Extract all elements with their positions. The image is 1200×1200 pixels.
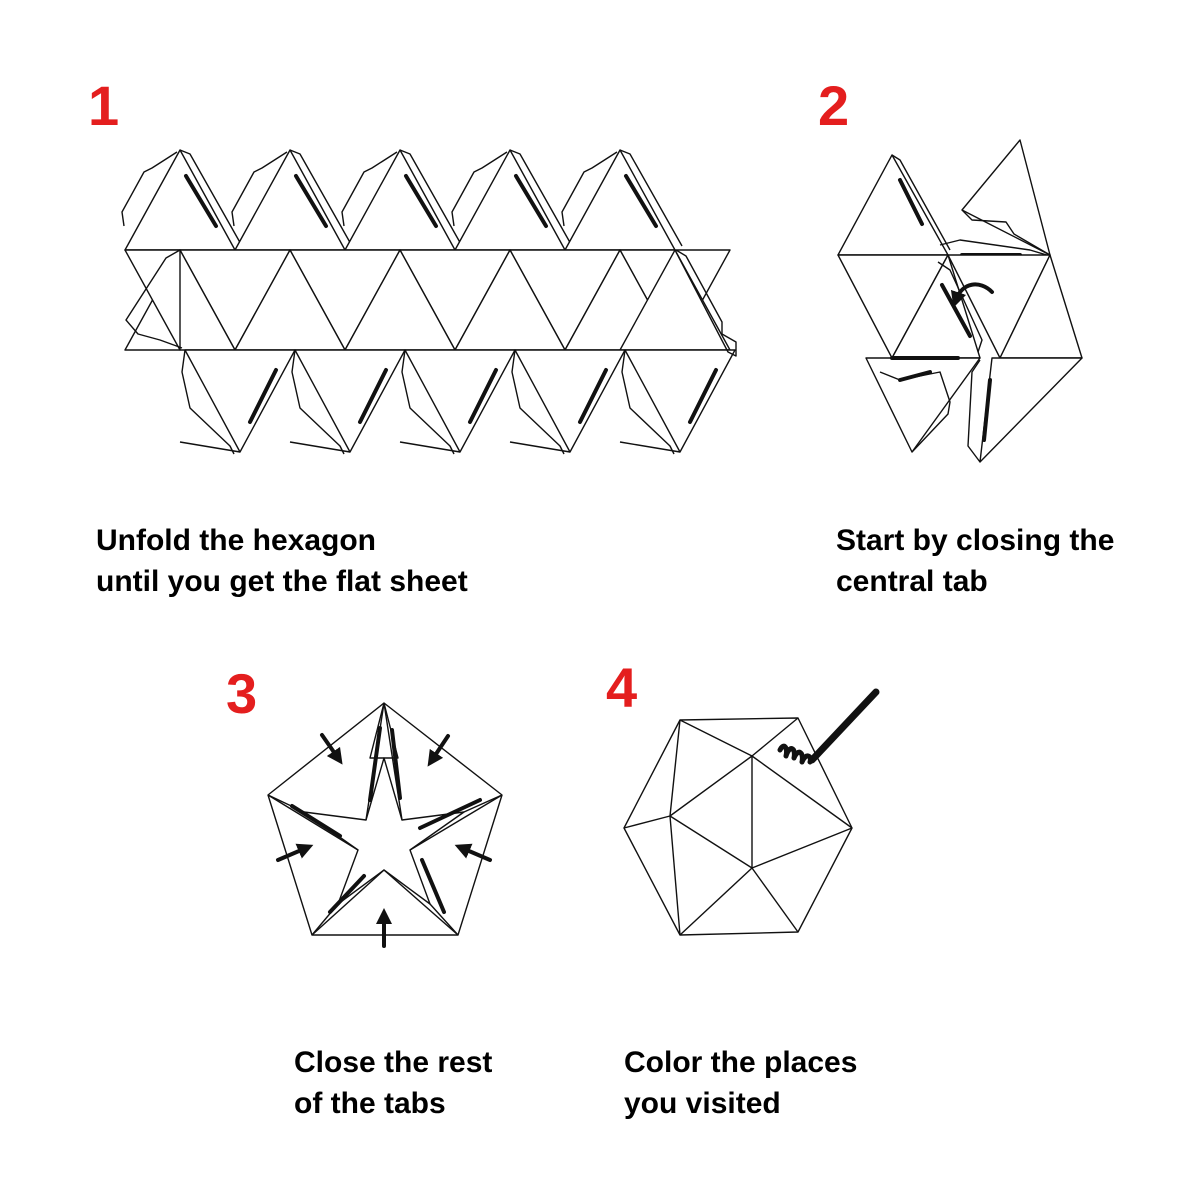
net-tab (401, 349, 455, 455)
net-tab-edge (619, 441, 681, 453)
step-3-caption-line-2: of the tabs (294, 1087, 446, 1120)
step-2-caption-line-1: Start by closing the (836, 524, 1115, 557)
net-tab-edge (509, 149, 573, 247)
net-fold-mark (248, 368, 278, 424)
net-side-tab-left (125, 249, 183, 349)
net-tab-edge (399, 149, 463, 247)
net-tab (341, 151, 398, 227)
flat-sheet-net (121, 149, 737, 455)
net-bottom-triangle (624, 349, 736, 453)
net-tab-edge (289, 149, 353, 247)
net-bottom-triangle (404, 349, 516, 453)
net-side-tab (675, 249, 737, 357)
net-fold-mark (294, 174, 328, 228)
net-triangles (124, 149, 736, 453)
net-fold-mark (184, 174, 218, 228)
net-bottom-tabs (179, 349, 681, 455)
net-top-triangle (564, 149, 676, 251)
step-2-caption-line-2: central tab (836, 565, 988, 598)
net-tab (231, 151, 288, 227)
net-top-triangle (234, 149, 346, 251)
net-top-tabs (121, 149, 683, 247)
net-tab-edge (179, 441, 241, 453)
pentagon-closing-model (267, 702, 503, 948)
step-4-caption: Color the places you visited (624, 1042, 857, 1124)
step-1-caption: Unfold the hexagon until you get the fla… (96, 520, 468, 602)
net-tab-edge (399, 441, 461, 453)
net-tab-edge (179, 149, 243, 247)
net-fold-mark (688, 368, 718, 424)
net-top-triangle (454, 149, 566, 251)
net-tab (561, 151, 618, 227)
net-fold-mark (624, 174, 658, 228)
net-fold-mark (514, 174, 548, 228)
net-tab-edge (619, 149, 683, 247)
arrow-icon (276, 733, 492, 948)
step-1-caption-line-2: until you get the flat sheet (96, 565, 468, 598)
net-fold-marks (184, 174, 718, 424)
net-top-triangle (344, 149, 456, 251)
step-3-caption-line-1: Close the rest (294, 1046, 493, 1079)
marker-pen-icon (777, 688, 880, 765)
finished-shape (623, 688, 880, 936)
net-tab (121, 151, 178, 227)
step-3-caption: Close the rest of the tabs (294, 1042, 492, 1124)
net-tab-edge (289, 441, 351, 453)
net-tab (291, 349, 345, 455)
net-fold-mark (468, 368, 498, 424)
net-bottom-triangle (184, 349, 296, 453)
partially-folded-model (837, 139, 1083, 463)
net-tab (451, 151, 508, 227)
net-fold-mark (358, 368, 388, 424)
net-fold-mark (578, 368, 608, 424)
net-tab (511, 349, 565, 455)
net-tab (181, 349, 235, 455)
step-4-caption-line-1: Color the places (624, 1046, 858, 1079)
net-top-triangle (124, 149, 236, 251)
net-fold-mark (404, 174, 438, 228)
step-1-number: 1 (88, 74, 120, 137)
net-middle-triangle (124, 249, 181, 351)
step-1-caption-line-1: Unfold the hexagon (96, 524, 376, 557)
curved-arrow-icon (950, 282, 994, 308)
step-3-number: 3 (226, 662, 258, 725)
step-2-caption: Start by closing the central tab (836, 520, 1114, 602)
net-tab (621, 349, 675, 455)
net-bottom-triangle (294, 349, 406, 453)
step-4-number: 4 (606, 656, 638, 719)
net-bottom-triangle (514, 349, 626, 453)
net-tab-edge (509, 441, 571, 453)
step-2-number: 2 (818, 74, 850, 137)
step-4-caption-line-2: you visited (624, 1087, 781, 1120)
